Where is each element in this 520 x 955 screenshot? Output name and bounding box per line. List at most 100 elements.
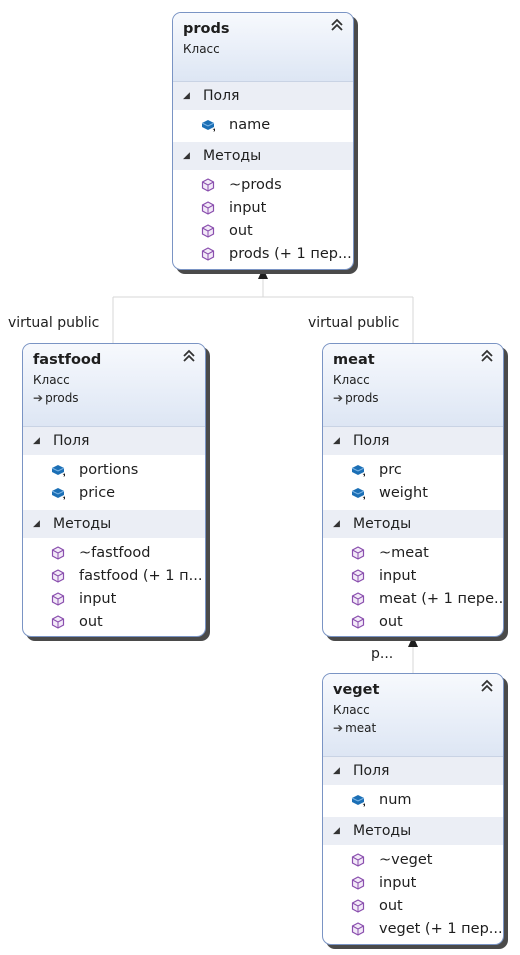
section-title: Методы	[353, 516, 412, 532]
method-icon	[51, 569, 65, 583]
class-box-meat[interactable]: meat Класс ➔prods ◢ Поля ★prc ★weight ◢ Ме…	[322, 343, 504, 637]
field-item[interactable]: ★weight	[323, 482, 503, 505]
class-name: fastfood	[33, 352, 102, 368]
methods-section-header[interactable]: ◢ Методы	[23, 510, 205, 538]
section-title: Методы	[53, 516, 112, 532]
svg-text:★: ★	[212, 126, 215, 132]
method-list: ~veget input out veget (+ 1 пер...	[323, 849, 503, 941]
method-icon	[201, 178, 215, 192]
method-item[interactable]: fastfood (+ 1 п...	[23, 565, 205, 588]
method-item[interactable]: meat (+ 1 пере...	[323, 588, 503, 611]
method-item[interactable]: ~veget	[323, 849, 503, 872]
method-list: ~fastfood fastfood (+ 1 п... input out	[23, 542, 205, 634]
field-icon: ★	[51, 488, 65, 500]
collapse-triangle-icon: ◢	[33, 436, 40, 446]
fields-section-header[interactable]: ◢Поля	[323, 757, 503, 785]
class-name: prods	[183, 21, 230, 37]
field-icon: ★	[351, 488, 365, 500]
inheritance-arrowhead-prods	[258, 268, 268, 279]
method-item[interactable]: input	[23, 588, 205, 611]
collapse-triangle-icon: ◢	[333, 826, 340, 836]
class-header: fastfood Класс ➔prods	[23, 344, 205, 427]
collapse-triangle-icon: ◢	[333, 436, 340, 446]
method-icon	[351, 899, 365, 913]
method-item[interactable]: out	[323, 895, 503, 918]
method-icon	[201, 201, 215, 215]
method-item[interactable]: out	[323, 611, 503, 634]
collapse-icon[interactable]	[480, 349, 494, 363]
base-class: ➔prods	[333, 391, 379, 405]
field-list: ★prc ★weight	[323, 459, 503, 505]
class-header: prods Класс	[173, 13, 353, 82]
collapse-icon[interactable]	[182, 349, 196, 363]
methods-section-header[interactable]: ◢Методы	[323, 817, 503, 845]
inheritance-arrowhead-meat	[408, 636, 418, 647]
fields-section-header[interactable]: ◢ Поля	[23, 427, 205, 455]
class-name: meat	[333, 352, 375, 368]
method-item[interactable]: prods (+ 1 пер...	[173, 243, 353, 266]
class-box-fastfood[interactable]: fastfood Класс ➔prods ◢ Поля ★portions ★p…	[22, 343, 206, 637]
methods-section-header[interactable]: ◢ Методы	[323, 510, 503, 538]
field-item[interactable]: ★price	[23, 482, 205, 505]
collapse-icon[interactable]	[480, 679, 494, 693]
class-kind: Класс	[33, 373, 70, 387]
field-item[interactable]: ★name	[173, 114, 353, 137]
method-list: ~prods input out prods (+ 1 пер...	[173, 174, 353, 266]
svg-text:★: ★	[62, 471, 65, 477]
method-icon	[351, 615, 365, 629]
field-list: ★name	[173, 114, 353, 137]
method-icon	[351, 876, 365, 890]
method-item[interactable]: input	[323, 565, 503, 588]
fields-section-header[interactable]: ◢ Поля	[323, 427, 503, 455]
collapse-icon[interactable]	[330, 18, 344, 32]
method-item[interactable]: input	[323, 872, 503, 895]
section-title: Поля	[353, 433, 390, 449]
class-kind: Класс	[333, 373, 370, 387]
field-icon: ★	[51, 465, 65, 477]
methods-section-header[interactable]: ◢ Методы	[173, 142, 353, 170]
method-icon	[201, 224, 215, 238]
class-box-veget[interactable]: veget Класс ➔meat ◢Поля ★num ◢Методы ~ve…	[322, 673, 504, 945]
method-item[interactable]: veget (+ 1 пер...	[323, 918, 503, 941]
field-list: ★portions ★price	[23, 459, 205, 505]
inheritance-label-fastfood: virtual public	[8, 315, 100, 331]
section-title: Методы	[203, 148, 262, 164]
method-icon	[51, 592, 65, 606]
inheritance-label-veget: p...	[371, 646, 394, 662]
base-class: ➔meat	[333, 721, 377, 735]
field-list: ★num	[323, 789, 503, 812]
fields-section-header[interactable]: ◢ Поля	[173, 82, 353, 110]
field-item[interactable]: ★prc	[323, 459, 503, 482]
field-icon: ★	[201, 120, 215, 132]
class-box-prods[interactable]: prods Класс ◢ Поля ★name ◢ Методы ~prods i…	[172, 12, 354, 270]
class-kind: Класс	[333, 703, 370, 717]
method-icon	[351, 569, 365, 583]
method-icon	[351, 922, 365, 936]
method-item[interactable]: ~prods	[173, 174, 353, 197]
collapse-triangle-icon: ◢	[333, 519, 340, 529]
collapse-triangle-icon: ◢	[33, 519, 40, 529]
method-item[interactable]: input	[173, 197, 353, 220]
svg-text:★: ★	[362, 494, 365, 500]
svg-text:★: ★	[362, 801, 365, 807]
method-item[interactable]: out	[23, 611, 205, 634]
method-item[interactable]: ~meat	[323, 542, 503, 565]
class-header: meat Класс ➔prods	[323, 344, 503, 427]
field-item[interactable]: ★portions	[23, 459, 205, 482]
method-item[interactable]: out	[173, 220, 353, 243]
collapse-triangle-icon: ◢	[333, 766, 340, 776]
section-title: Поля	[53, 433, 90, 449]
field-item[interactable]: ★num	[323, 789, 503, 812]
collapse-triangle-icon: ◢	[183, 91, 190, 101]
inherits-arrow-icon: ➔	[333, 721, 344, 735]
method-list: ~meat input meat (+ 1 пере... out	[323, 542, 503, 634]
class-name: veget	[333, 682, 380, 698]
inherits-arrow-icon: ➔	[33, 391, 44, 405]
class-kind: Класс	[183, 42, 220, 56]
method-item[interactable]: ~fastfood	[23, 542, 205, 565]
section-title: Поля	[203, 88, 240, 104]
method-icon	[201, 247, 215, 261]
field-icon: ★	[351, 795, 365, 807]
method-icon	[351, 592, 365, 606]
collapse-triangle-icon: ◢	[183, 151, 190, 161]
